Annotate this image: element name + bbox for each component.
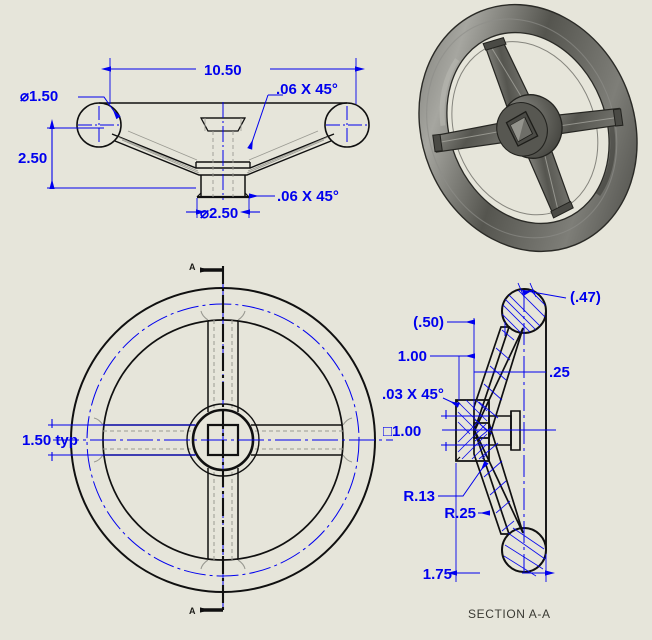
isometric-shaded-view [418,3,638,253]
dimension-overall-depth: 1.75 [423,463,555,583]
dim-dish-depth-label: 1.00 [398,348,427,365]
dimension-rim-thickness: .25 [474,364,570,381]
dim-spoke-width-label: 1.50 typ [22,432,78,449]
dimension-rim-offset: (.47) [517,282,601,306]
dim-spoke-offset-label: (.50) [413,314,444,331]
top-view-centerlines [78,102,368,200]
dim-overall-depth-label: 1.75 [423,566,452,583]
dimension-overall-width: 10.50 [101,58,365,104]
dim-rim-offset-label: (.47) [570,289,601,306]
section-geometry [442,288,556,577]
dim-fillet-small-label: R.13 [403,488,435,505]
dim-rim-thickness-label: .25 [549,364,570,381]
dim-chamfer-upper-label: .06 X 45° [276,81,338,98]
section-letter-bottom: A [189,606,196,616]
dim-hub-diameter-label: ⌀2.50 [200,205,238,222]
section-arrow-top: A [189,262,223,273]
dimension-spoke-offset: (.50) [413,314,506,410]
dimension-rim-diameter: ⌀1.50 [20,88,121,120]
dimension-hub-diameter: ⌀2.50 [186,198,260,222]
top-elevation-view: 10.50 ⌀1.50 2.50 ⌀2.50 .06 X 45° [18,58,370,222]
top-view-hub [195,117,251,199]
dimension-fillet-small: R.13 [403,460,489,505]
dim-square-bore-label: □1.00 [383,423,421,440]
dimension-square-bore: □1.00 [383,410,545,451]
dim-overall-width-label: 10.50 [204,62,242,79]
plan-view: A A 1.50 typ [22,262,393,616]
section-aa-view: (.47) (.50) 1.00 .25 .03 X 45° [382,282,601,621]
dim-height-label: 2.50 [18,150,47,167]
dimension-chamfer-lower: .06 X 45° [249,188,339,205]
section-arrow-bottom: A [189,606,223,616]
dim-hub-chamfer-label: .03 X 45° [382,386,444,403]
dimension-dish-depth: 1.00 [398,348,475,400]
dimension-hub-chamfer: .03 X 45° [382,386,461,408]
section-caption: SECTION A-A [468,607,551,621]
dim-fillet-large-label: R.25 [444,505,476,522]
dim-chamfer-lower-label: .06 X 45° [277,188,339,205]
dim-rim-diameter-label: ⌀1.50 [20,88,58,105]
dimension-height: 2.50 [18,119,196,189]
dimension-fillet-large: R.25 [444,505,490,522]
dimension-chamfer-upper: .06 X 45° [247,81,338,150]
section-letter-top: A [189,262,196,272]
dimension-spoke-width: 1.50 typ [22,419,196,461]
